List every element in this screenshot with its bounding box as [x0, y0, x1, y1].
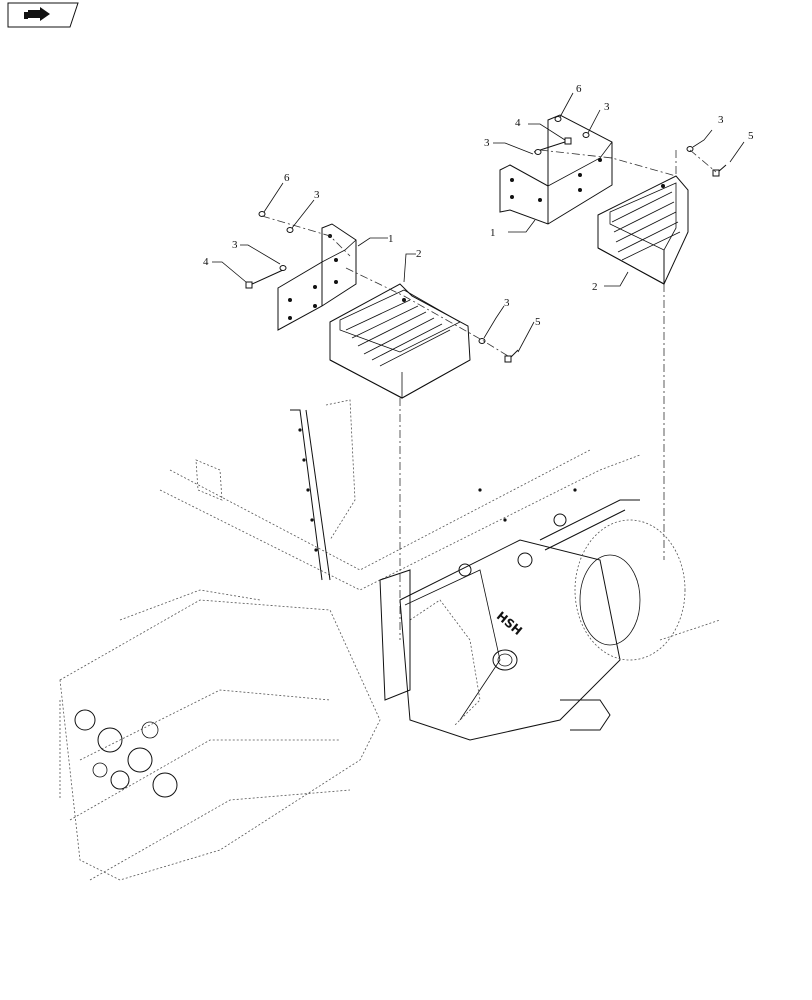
- left-callout-3a: 3: [232, 239, 238, 251]
- frame-rivets: [298, 428, 577, 552]
- left-step-tread: [329, 283, 471, 399]
- left-hardware: [245, 211, 519, 363]
- left-callout-1: 1: [388, 233, 394, 245]
- housing-stamp: HSH: [494, 609, 525, 638]
- back-button[interactable]: [7, 2, 79, 28]
- drive-pulley: [539, 499, 721, 661]
- left-callout-leaders: [212, 182, 535, 353]
- left-step-assembly: 1 2 3 3 3 4 6 5: [203, 172, 541, 640]
- right-bracket: [499, 114, 613, 225]
- right-callout-3b: 3: [604, 101, 610, 113]
- machine-context: HSH: [59, 399, 721, 881]
- left-callout-5: 5: [535, 316, 541, 328]
- left-callout-3c: 3: [504, 297, 510, 309]
- left-callout-6: 6: [284, 172, 290, 184]
- right-callout-3c: 3: [718, 114, 724, 126]
- right-callout-leaders: [493, 92, 745, 287]
- left-bracket: [277, 223, 357, 331]
- right-step-assembly: 1 2 3 3 3 4 6 5: [484, 83, 754, 560]
- right-hardware: [533, 116, 727, 177]
- right-callout-2: 2: [592, 281, 598, 293]
- right-callout-3a: 3: [484, 137, 490, 149]
- left-callout-2: 2: [416, 248, 422, 260]
- gearbox-housing: HSH: [379, 513, 621, 741]
- right-callout-5: 5: [748, 130, 754, 142]
- right-callout-4: 4: [515, 117, 521, 129]
- back-arrow-icon: [24, 7, 50, 21]
- left-callout-3b: 3: [314, 189, 320, 201]
- right-callout-1: 1: [490, 227, 496, 239]
- left-callout-4: 4: [203, 256, 209, 268]
- gear-cluster: [74, 709, 178, 798]
- right-callout-6: 6: [576, 83, 582, 95]
- right-step-tread: [597, 175, 689, 285]
